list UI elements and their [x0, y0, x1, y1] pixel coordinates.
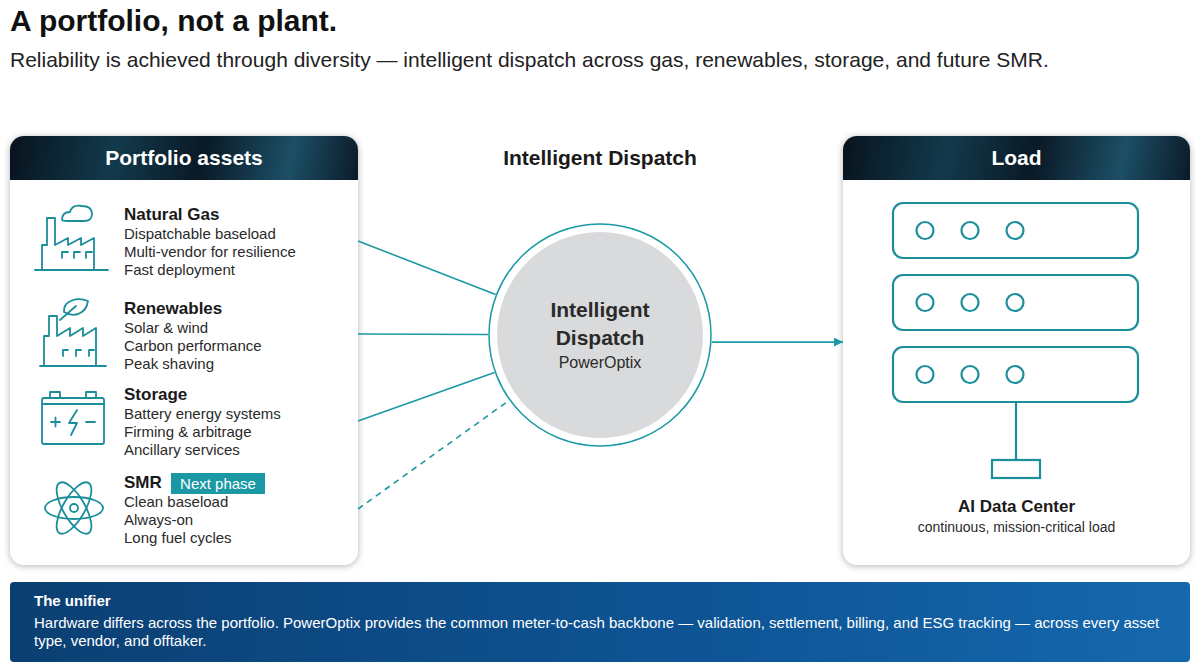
- asset-feature: Carbon performance: [124, 337, 358, 355]
- asset-entry: StorageBattery energy systemsFirming & a…: [30, 380, 358, 462]
- panel-header: Load: [843, 136, 1190, 180]
- load-heading: AI Data Center: [863, 496, 1170, 518]
- asset-feature: Peak shaving: [124, 355, 358, 373]
- asset-feature: Firming & arbitrage: [124, 423, 358, 441]
- band-heading: The unifier: [34, 591, 1166, 611]
- asset-feature: Solar & wind: [124, 319, 358, 337]
- connector-line: [358, 241, 496, 294]
- asset-feature: Multi-vendor for resilience: [124, 243, 358, 261]
- panel-header: Portfolio assets: [10, 136, 358, 180]
- connector-line: [358, 373, 495, 422]
- connector-line: [358, 400, 509, 509]
- circle-ring: [489, 224, 711, 446]
- badge-label: Next phase: [180, 475, 256, 493]
- phase-badge: Next phase: [171, 473, 265, 494]
- asset-feature: Long fuel cycles: [124, 529, 358, 547]
- band-body: Hardware differs across the portfolio. P…: [34, 614, 1166, 650]
- diagram-caption: Reliability is achieved through diversit…: [10, 44, 1160, 75]
- dispatch-brand: PowerOptix: [559, 352, 642, 374]
- asset-feature: Battery energy systems: [124, 405, 358, 423]
- panel-heading: Load: [991, 145, 1041, 171]
- asset-feature: Ancillary services: [124, 441, 358, 459]
- panel-box: Portfolio assetsNatural GasDispatchable …: [10, 136, 358, 565]
- asset-feature: Fast deployment: [124, 261, 358, 279]
- load-label: AI Data Centercontinuous, mission-critic…: [863, 496, 1170, 540]
- panel-heading: Portfolio assets: [105, 145, 263, 171]
- load-description: continuous, mission-critical load: [863, 518, 1170, 536]
- asset-heading: Renewables: [124, 299, 358, 319]
- unifier-band: The unifierHardware differs across the p…: [10, 582, 1190, 662]
- asset-heading: Storage: [124, 385, 358, 405]
- connector-line: [712, 341, 843, 343]
- column-header: Intelligent Dispatch: [400, 144, 800, 172]
- dispatch-circle: Intelligent DispatchPowerOptix: [488, 223, 712, 447]
- circle-core: [497, 232, 703, 438]
- asset-heading: Natural Gas: [124, 205, 358, 225]
- asset-entry: RenewablesSolar & windCarbon performance…: [30, 294, 358, 374]
- asset-feature: Always-on: [124, 511, 358, 529]
- connector-line: [358, 333, 488, 335]
- asset-feature: Dispatchable baseload: [124, 225, 358, 243]
- asset-entry: SMRClean baseloadAlways-onLong fuel cycl…: [30, 468, 358, 550]
- dispatch-heading: Intelligent Dispatch: [515, 296, 685, 352]
- panel-box: Load AI Data Centercontinuous, mission-cr…: [843, 136, 1190, 565]
- asset-feature: Clean baseload: [124, 493, 358, 511]
- diagram-title: A portfolio, not a plant.: [10, 3, 337, 39]
- asset-entry: Natural GasDispatchable baseloadMulti-ve…: [30, 200, 358, 282]
